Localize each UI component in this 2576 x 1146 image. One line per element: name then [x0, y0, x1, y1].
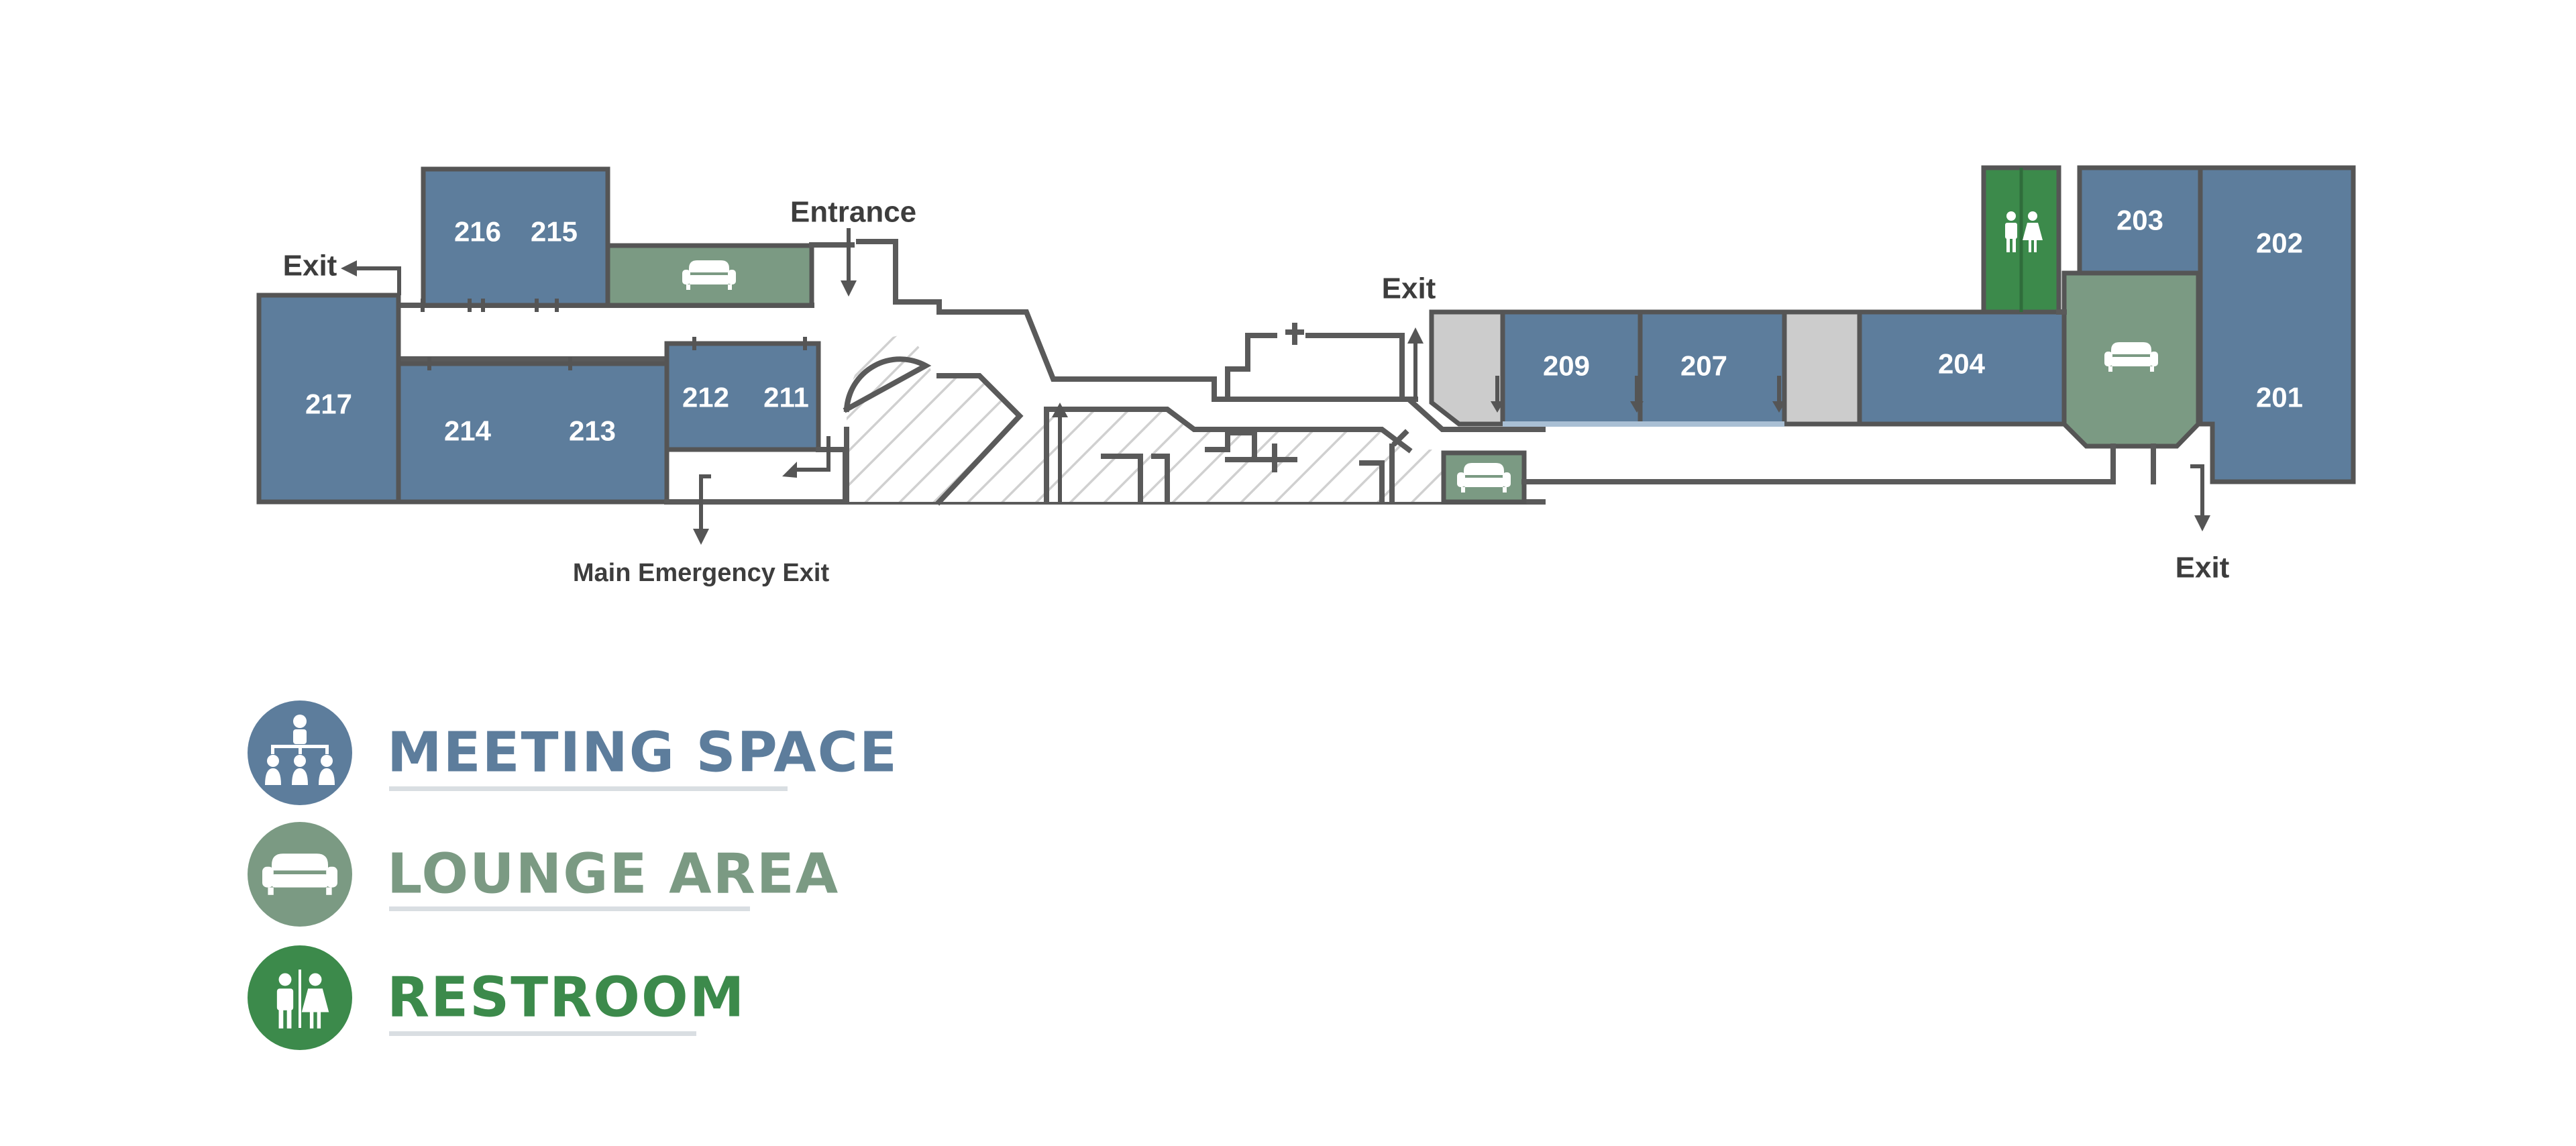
- wall: [816, 447, 848, 505]
- wall: [1305, 333, 1405, 402]
- room-207[interactable]: [1638, 309, 1787, 427]
- entrance-corridor-wall: [856, 239, 1546, 432]
- room-202-201[interactable]: [2198, 165, 2356, 484]
- room-203-label: 203: [2116, 205, 2163, 236]
- wall: [1245, 444, 1297, 472]
- door-ticks: [396, 299, 807, 370]
- wall: [1225, 333, 1277, 402]
- sofa-icon: [248, 822, 352, 927]
- room-209-label: 209: [1543, 350, 1590, 382]
- room-201-label: 201: [2256, 382, 2303, 413]
- legend-item-meeting: MEETING SPACE: [248, 700, 898, 805]
- corridor-arrow: [795, 436, 830, 472]
- wall: [935, 373, 1024, 506]
- room-215-label: 215: [531, 216, 578, 248]
- room-204[interactable]: [1857, 309, 2067, 427]
- legend: MEETING SPACE LOUNGE AREA RESTROOM: [248, 700, 898, 1050]
- exit-center-label: Exit: [1382, 272, 1436, 305]
- exit-right-arrow: [2190, 464, 2204, 517]
- legend-label-lounge: LOUNGE AREA: [387, 843, 839, 906]
- door-markers: [1491, 376, 1786, 413]
- entrance-label: Entrance: [790, 196, 916, 229]
- wall: [1285, 323, 1304, 345]
- legend-item-restroom: RESTROOM: [248, 945, 745, 1050]
- room-214-213[interactable]: [396, 361, 669, 505]
- hatched-lobby: [847, 335, 1442, 502]
- wall: [1151, 454, 1170, 505]
- room-217-label: 217: [305, 388, 352, 420]
- exit-upper-left-arrow: [356, 266, 401, 295]
- exit-right-label: Exit: [2176, 552, 2230, 584]
- room-213-label: 213: [569, 415, 616, 447]
- wall: [1359, 460, 1385, 505]
- legend-item-lounge: LOUNGE AREA: [248, 822, 839, 927]
- room-211-label: 211: [763, 382, 809, 413]
- wall: [1044, 407, 1413, 505]
- room-204-label: 204: [1938, 348, 1986, 380]
- room-212-211[interactable]: [664, 341, 821, 452]
- room-202-label: 202: [2256, 227, 2303, 259]
- door-swing: [843, 356, 932, 413]
- legend-label-restroom: RESTROOM: [387, 966, 745, 1030]
- main-emergency-exit-label: Main Emergency Exit: [573, 559, 830, 587]
- legend-label-meeting: MEETING SPACE: [387, 721, 898, 785]
- main-emergency-exit-arrow: [699, 474, 711, 530]
- room-214-label: 214: [444, 415, 492, 447]
- wall: [1389, 429, 1409, 503]
- room-216-label: 216: [454, 216, 501, 248]
- service-room-middle: [1782, 309, 1862, 427]
- service-room-left: [1429, 309, 1505, 427]
- room-207-label: 207: [1680, 350, 1727, 382]
- room-212-label: 212: [682, 382, 729, 413]
- exit-upper-left-label: Exit: [283, 250, 337, 282]
- room-216-215[interactable]: [421, 166, 610, 308]
- lounge-lower-center[interactable]: [1441, 450, 1527, 505]
- wall: [1101, 454, 1143, 505]
